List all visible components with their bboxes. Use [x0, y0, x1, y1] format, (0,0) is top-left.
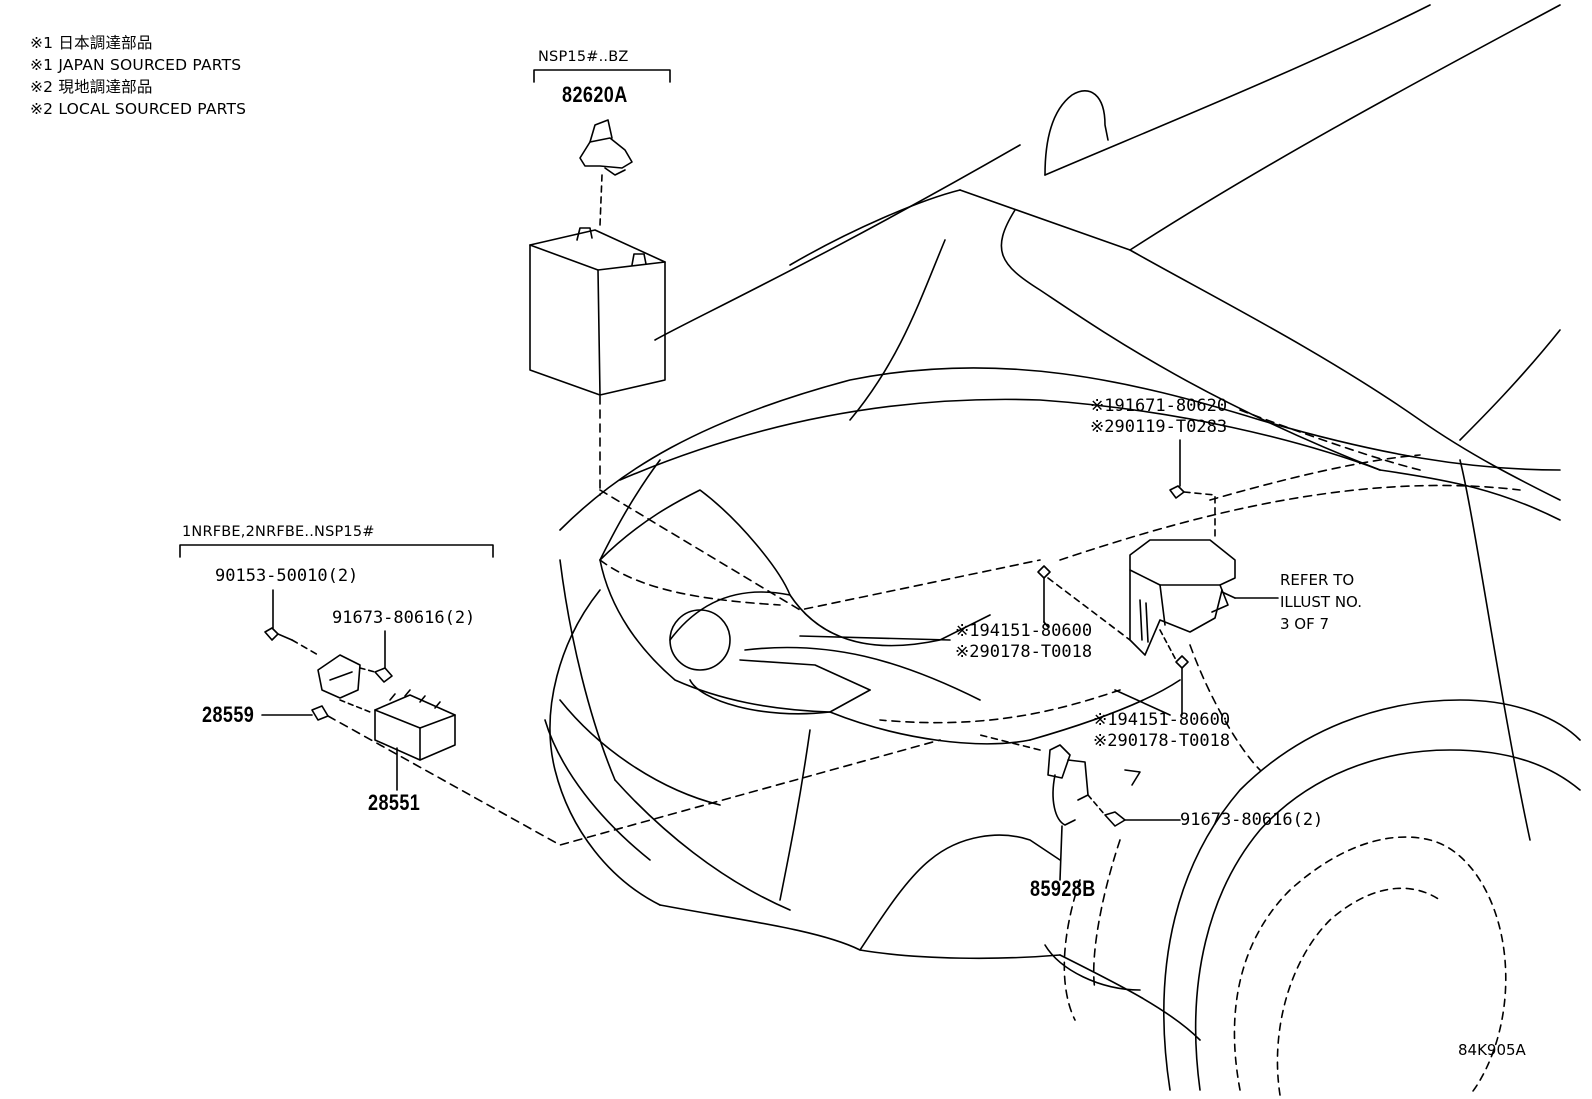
- reference-note[interactable]: REFER TO ILLUST NO. 3 OF 7: [1280, 570, 1362, 635]
- part-label-bracket[interactable]: 28559: [202, 702, 255, 727]
- note-line-4: ※2 LOCAL SOURCED PARTS: [30, 100, 247, 118]
- relay-box-group: [799, 439, 1279, 716]
- sensor-group: [261, 589, 941, 846]
- part-label-bolt-left-2[interactable]: 91673-80616(2): [332, 608, 476, 628]
- part-label-relay-bolt-2[interactable]: ※290119-T0283: [1090, 417, 1228, 437]
- part-label-bolt-left[interactable]: 90153-50010(2): [215, 566, 359, 586]
- illustration-code: 84K905A: [1458, 1041, 1526, 1059]
- note-line-1: ※1 日本調達部品: [30, 34, 153, 52]
- condition-sensor: 1NRFBE,2NRFBE..NSP15#: [182, 524, 375, 540]
- part-label-nut-upper-2[interactable]: ※290178-T0018: [955, 642, 1093, 662]
- note-line-3: ※2 現地調達部品: [30, 78, 153, 96]
- part-label-wire-harness[interactable]: 85928B: [1030, 876, 1096, 901]
- part-label-nut-upper-1[interactable]: ※194151-80600: [955, 621, 1093, 641]
- part-label-module[interactable]: 28551: [368, 790, 421, 815]
- note-line-2: ※1 JAPAN SOURCED PARTS: [30, 56, 242, 74]
- part-label-battery-clamp[interactable]: 82620A: [562, 82, 628, 107]
- condition-battery: NSP15#..BZ: [538, 49, 629, 65]
- part-label-nut-lower-2[interactable]: ※290178-T0018: [1093, 731, 1231, 751]
- battery-group: [529, 119, 666, 496]
- reference-line-2: ILLUST NO.: [1280, 592, 1363, 611]
- reference-line-1: REFER TO: [1280, 571, 1355, 589]
- part-label-relay-bolt-1[interactable]: ※191671-80620: [1090, 396, 1228, 416]
- part-label-connector-bolt[interactable]: 91673-80616(2): [1180, 810, 1324, 830]
- reference-line-3: 3 OF 7: [1280, 614, 1330, 633]
- car-body-outline: [544, 4, 1581, 1096]
- harness-group: [979, 734, 1181, 881]
- condition-brackets: [179, 69, 671, 558]
- part-label-nut-lower-1[interactable]: ※194151-80600: [1093, 710, 1231, 730]
